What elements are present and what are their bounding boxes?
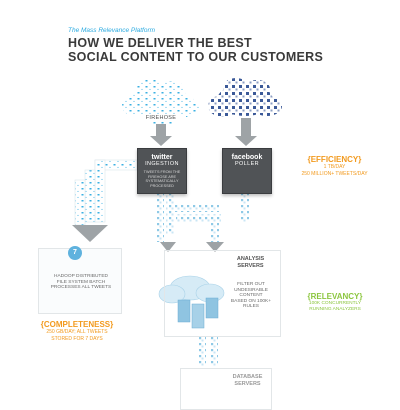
hadoop-days-badge: 7 — [68, 246, 82, 260]
analysis-servers-description: FILTER OUT UNDESIRABLE CONTENT BASED ON … — [226, 282, 276, 310]
pipe-to-database — [198, 336, 218, 366]
page-title-line-1: HOW WE DELIVER THE BEST — [68, 36, 252, 50]
database-title-line-1: DATABASE — [232, 374, 263, 380]
database-title-line-2: SERVERS — [234, 380, 261, 387]
analysis-servers-panel — [164, 250, 281, 337]
page-subtitle: The Mass Relevance Platform — [68, 27, 156, 34]
analysis-text-line-1: FILTER OUT — [237, 282, 265, 287]
efficiency-line-2: 250 MILLION+ TWEETS/DAY — [301, 170, 368, 177]
analysis-cloud-icon — [158, 275, 225, 329]
efficiency-callout: {EFFICIENCY} 1 TB/DAY 250 MILLION+ TWEET… — [282, 155, 387, 177]
analysis-title-line-2: SERVERS — [237, 262, 264, 269]
analysis-text-line-2: UNDESIRABLE — [234, 287, 268, 293]
diagram-artwork — [52, 78, 282, 366]
hadoop-text-line-3: PROCESSES ALL TWEETS — [50, 285, 112, 291]
pipe-to-analysis — [156, 192, 249, 252]
analysis-text-line-4: BASED ON 100K+ — [230, 298, 272, 304]
analysis-servers-title: ANALYSIS SERVERS — [228, 256, 273, 269]
completeness-title: {COMPLETENESS} — [40, 320, 114, 329]
down-arrows — [150, 118, 257, 146]
hadoop-text-line-1: HADOOP DISTRIBUTED — [53, 274, 109, 279]
hadoop-text-line-2: FILE SYSTEM BATCH — [56, 279, 106, 285]
page-title: HOW WE DELIVER THE BEST SOCIAL CONTENT T… — [68, 36, 398, 64]
analysis-text-line-3: CONTENT — [239, 293, 263, 299]
twitter-ingestion-node: twitter INGESTION TWEETS FROM THE FIREHO… — [137, 148, 187, 194]
relevancy-title: {RELEVANCY} — [307, 292, 363, 301]
firehose-cloud-icon — [122, 78, 199, 124]
efficiency-title: {EFFICIENCY} — [307, 155, 362, 164]
efficiency-line-1: 1 TB/DAY — [323, 164, 346, 170]
relevancy-line-1: 100K CONCURRENTLY — [308, 301, 362, 306]
relevancy-line-2: RUNNING ANALYZERS — [309, 307, 361, 312]
facebook-poller-label: POLLER — [234, 161, 260, 167]
pipe-to-hadoop — [72, 159, 138, 242]
analysis-text-line-5: RULES — [243, 304, 259, 310]
twitter-ingestion-desc: TWEETS FROM THE FIREHOSE ARE SYSTEMATICA… — [143, 170, 181, 188]
page-title-line-2: SOCIAL CONTENT TO OUR CUSTOMERS — [68, 49, 324, 64]
hadoop-panel — [38, 248, 122, 314]
twitter-brand-label: twitter — [151, 154, 173, 161]
analysis-title-line-1: ANALYSIS — [236, 256, 265, 262]
completeness-line-2: STORED FOR 7 DAYS — [51, 335, 103, 342]
relevancy-callout: {RELEVANCY} 100K CONCURRENTLY RUNNING AN… — [285, 292, 385, 313]
hadoop-description: HADOOP DISTRIBUTED FILE SYSTEM BATCH PRO… — [38, 274, 124, 291]
twitter-ingestion-label: INGESTION — [145, 161, 179, 167]
facebook-poller-node: facebook POLLER — [222, 148, 272, 194]
completeness-line-1: 250 GB/DAY; ALL TWEETS — [46, 329, 108, 335]
facebook-brand-label: facebook — [231, 154, 263, 161]
database-servers-title: DATABASE SERVERS — [225, 374, 270, 387]
firehose-label: FIREHOSE — [136, 115, 186, 121]
completeness-callout: {COMPLETENESS} 250 GB/DAY; ALL TWEETS ST… — [22, 320, 132, 342]
facebook-cloud-icon — [208, 78, 282, 117]
